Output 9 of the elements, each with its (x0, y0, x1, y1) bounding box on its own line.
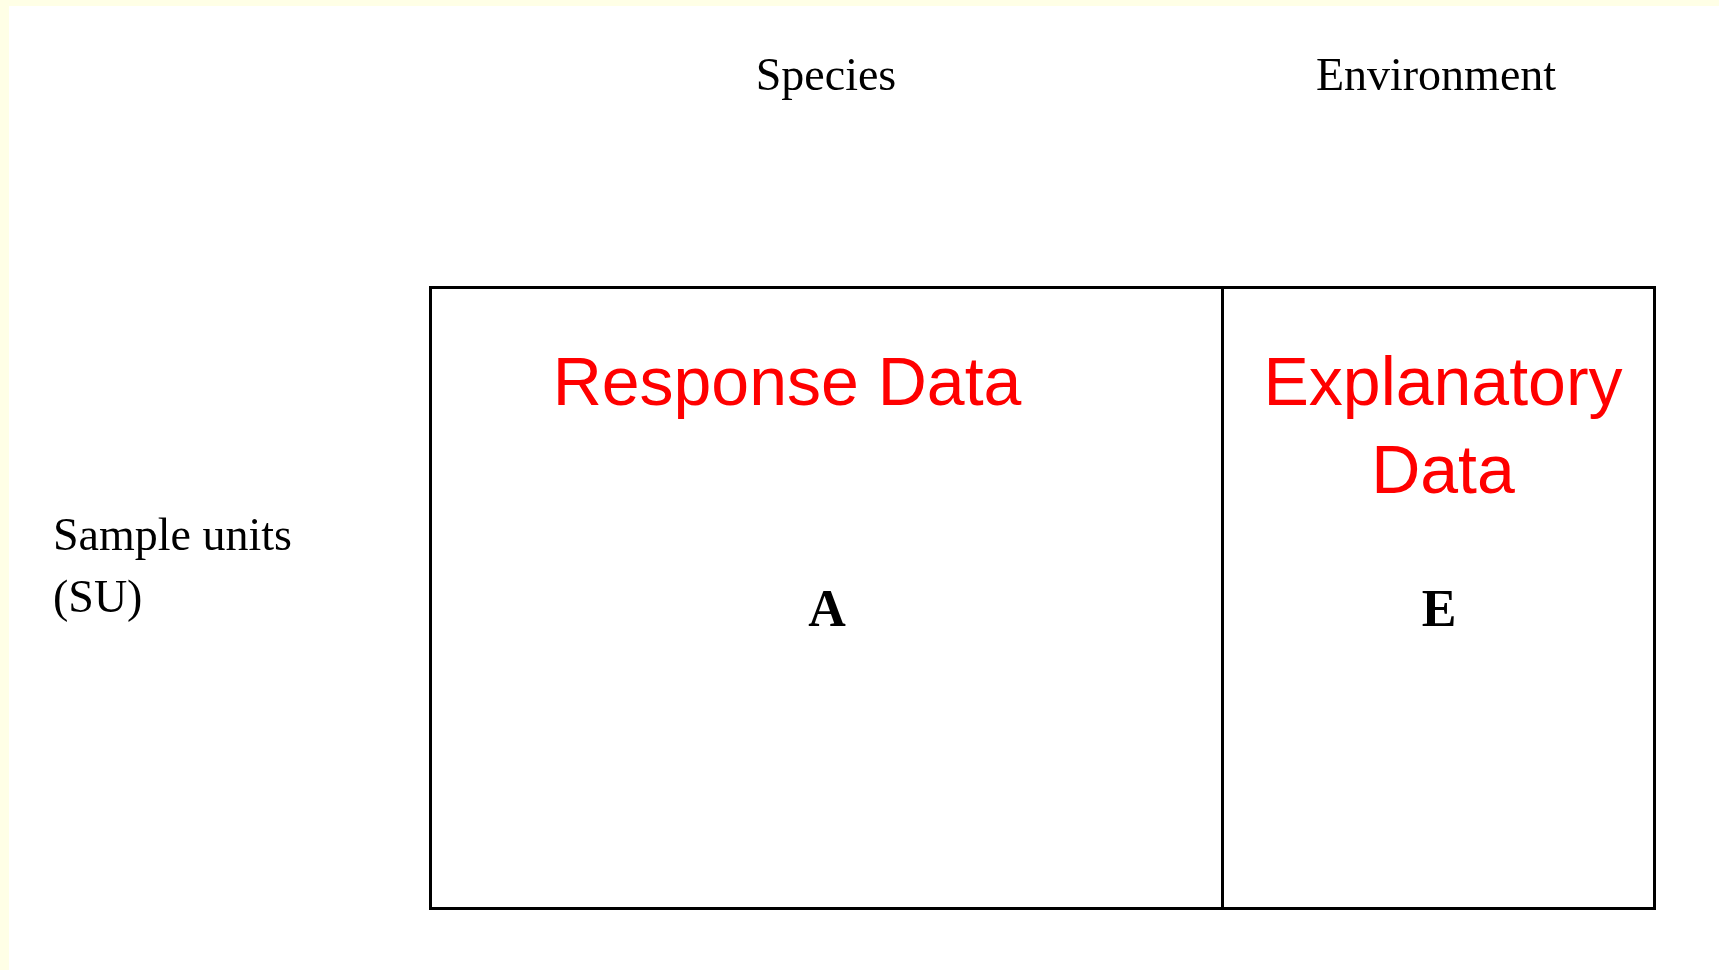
data-table-box (1221, 286, 1656, 910)
matrix-letter: A (807, 579, 847, 639)
column-heading: Environment (1314, 48, 1558, 102)
data-type-label: Explanatory Data (1262, 342, 1624, 509)
data-type-label: Response Data (551, 342, 1023, 421)
column-heading: Species (754, 48, 898, 102)
data-table-box (429, 286, 1224, 910)
matrix-letter: E (1420, 579, 1458, 639)
row-heading: Sample units (SU) (53, 508, 293, 624)
